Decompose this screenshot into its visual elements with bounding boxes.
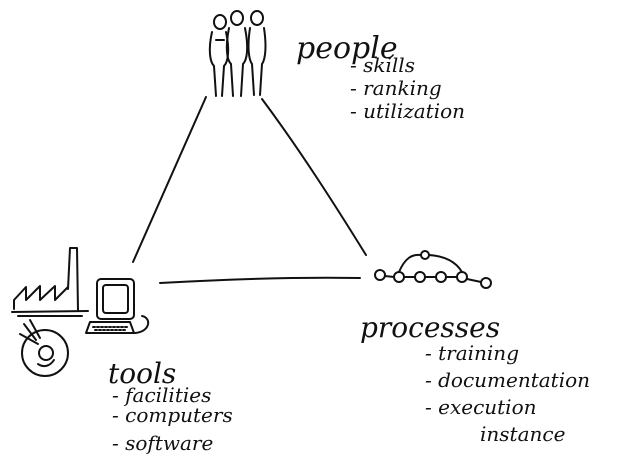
edge-people-tools — [132, 96, 207, 263]
people-item-ranking: - ranking — [350, 76, 442, 100]
disc-icon — [19, 319, 69, 377]
factory-icon — [11, 247, 89, 317]
processes-item-instance: instance — [480, 422, 565, 446]
people-icon — [208, 10, 267, 97]
processes-label: processes — [360, 311, 500, 344]
computer-icon — [85, 278, 150, 334]
people-item-utilization: - utilization — [350, 99, 465, 123]
tools-item-facilities: - facilities — [112, 383, 211, 407]
tools-item-computers: - computers — [112, 403, 233, 427]
people-label: people — [296, 31, 398, 66]
triangle-edges — [132, 96, 367, 284]
processes-item-training: - training — [425, 341, 519, 365]
edge-tools-processes — [159, 276, 361, 284]
tools-label: tools — [108, 357, 176, 390]
processes-item-execution: - execution — [425, 395, 537, 419]
edge-people-processes — [261, 98, 367, 256]
tools-item-software: - software — [112, 431, 213, 455]
processes-item-documentation: - documentation — [425, 368, 590, 392]
process-flow-icon — [374, 250, 492, 289]
people-item-skills: - skills — [350, 53, 415, 77]
